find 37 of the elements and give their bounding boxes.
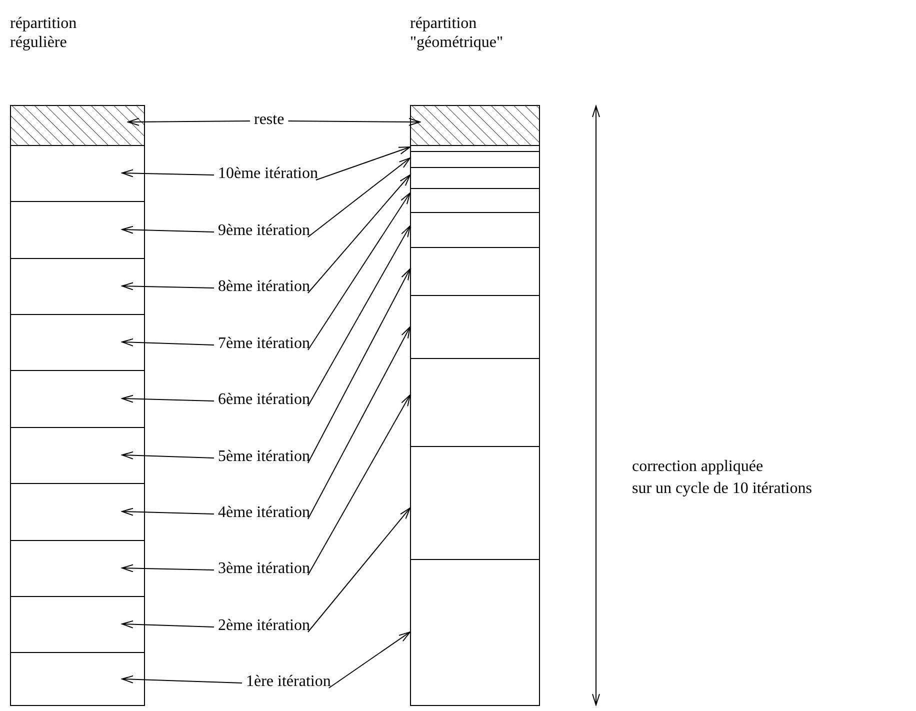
arrow — [122, 169, 214, 178]
arrow — [307, 192, 410, 350]
iteration-label: 1ère itération — [246, 672, 331, 692]
iteration-label: 2ème itération — [218, 616, 310, 636]
annotation-text: correction appliquée — [632, 457, 764, 477]
arrow — [122, 675, 242, 684]
column-heading: répartition régulière — [10, 14, 78, 52]
iteration-label: 7ème itération — [218, 334, 310, 354]
arrow — [122, 508, 214, 516]
iteration-label: 8ème itération — [218, 277, 310, 297]
arrow — [122, 620, 214, 628]
arrow — [307, 268, 410, 464]
arrow — [122, 451, 214, 460]
arrow — [122, 338, 214, 346]
arrow — [307, 508, 410, 632]
iteration-label: 9ème itération — [218, 221, 310, 241]
iteration-label: 3ème itération — [218, 559, 310, 579]
arrow — [122, 226, 214, 234]
hatched-segment — [11, 105, 144, 145]
iteration-label: 10ème itération — [218, 164, 318, 184]
arrow — [315, 146, 410, 180]
arrow — [122, 564, 214, 572]
arrow — [307, 226, 410, 406]
column-heading: répartition "géométrique" — [410, 14, 504, 52]
arrow — [307, 394, 410, 576]
arrow — [307, 158, 410, 238]
iteration-label: 6ème itération — [218, 390, 310, 410]
hatched-segment — [411, 105, 539, 145]
iteration-label: 4ème itération — [218, 503, 310, 523]
arrow — [122, 394, 214, 403]
arrow — [328, 632, 410, 688]
iteration-label: reste — [254, 110, 284, 130]
arrow — [307, 174, 410, 294]
iteration-label: 5ème itération — [218, 447, 310, 467]
arrow — [122, 282, 214, 290]
annotation-text: sur un cycle de 10 itérations — [632, 479, 812, 499]
arrow — [307, 326, 410, 520]
